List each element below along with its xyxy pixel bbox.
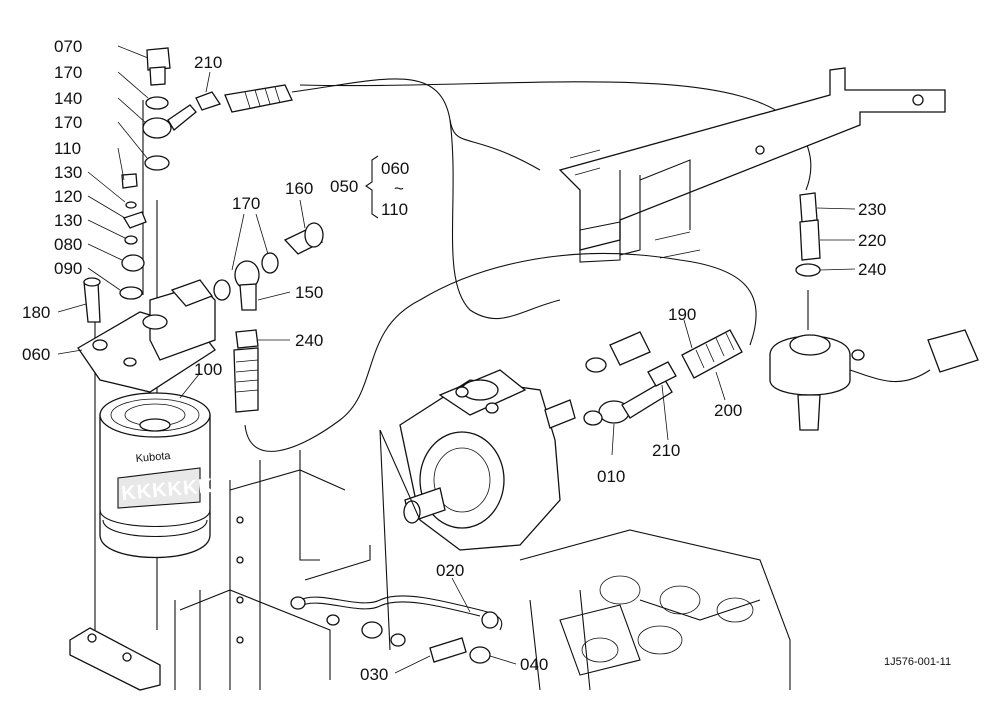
callout-210: 210 [652, 441, 680, 460]
range-callout-left: 050 [330, 177, 358, 196]
frame-lines [69, 100, 371, 691]
leader-lines [57, 45, 856, 674]
callout-190: 190 [668, 305, 696, 324]
range-callout-bottom: 110 [381, 200, 408, 219]
engine-block [519, 529, 791, 691]
callout-040: 040 [520, 655, 548, 674]
callout-170: 170 [54, 113, 82, 132]
fuel-hose-lines [244, 78, 812, 452]
pump-fittings [583, 329, 743, 426]
callout-170: 170 [54, 63, 82, 82]
callout-130: 130 [54, 211, 82, 230]
callout-labels: 070 170 140 170 110 130 120 130 080 090 … [22, 37, 886, 684]
range-callout: 050 060 ~ 110 [330, 155, 409, 219]
return-pipe [290, 595, 503, 664]
callout-240: 240 [295, 331, 323, 350]
banjo-group [213, 222, 324, 413]
callout-090: 090 [54, 259, 82, 278]
callout-030: 030 [360, 665, 388, 684]
fuel-injection-pump [379, 369, 576, 651]
range-callout-top: 060 [381, 159, 409, 178]
range-callout-tilde: ~ [394, 179, 404, 198]
callout-150: 150 [295, 283, 323, 302]
callout-140: 140 [54, 89, 82, 108]
callout-210: 210 [194, 53, 222, 72]
callout-170: 170 [232, 194, 260, 213]
callout-010: 010 [597, 467, 625, 486]
callout-080: 080 [54, 235, 82, 254]
filter-stack-parts [83, 47, 197, 323]
callout-160: 160 [285, 179, 313, 198]
drawing-code: 1J576-001-11 [884, 656, 951, 668]
top-hose [195, 84, 293, 113]
callout-100: 100 [194, 360, 222, 379]
callout-020: 020 [436, 561, 464, 580]
filter-head [77, 279, 216, 393]
filter-brand-text: Kubota [135, 450, 172, 465]
electric-fuel-pump [769, 192, 979, 431]
callout-060: 060 [22, 345, 50, 364]
callout-130: 130 [54, 163, 82, 182]
callout-180: 180 [22, 303, 50, 322]
mounting-bracket [558, 67, 946, 263]
fuel-filter-cartridge [99, 392, 211, 559]
callout-070: 070 [54, 37, 82, 56]
callout-120: 120 [54, 187, 82, 206]
callout-200: 200 [714, 401, 742, 420]
callout-240: 240 [858, 260, 886, 279]
callout-110: 110 [54, 139, 81, 158]
callout-220: 220 [858, 231, 886, 250]
callout-230: 230 [858, 200, 886, 219]
